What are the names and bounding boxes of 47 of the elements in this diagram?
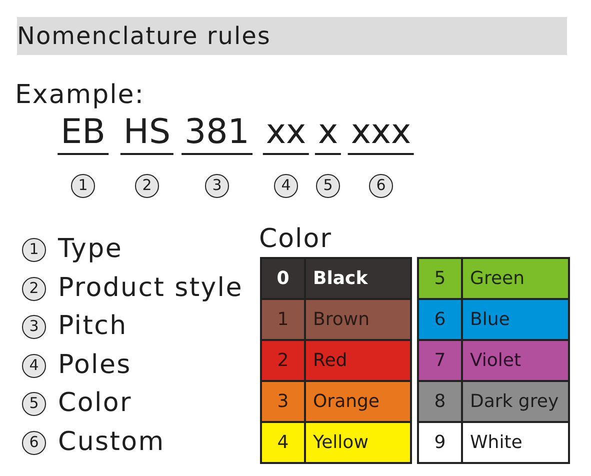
callout-number: 1: [22, 238, 46, 262]
code-cell: 8: [419, 382, 461, 421]
code-segment: xx: [262, 112, 310, 155]
callout-number: 3: [205, 174, 229, 198]
code-cell: 5: [419, 259, 461, 298]
name-cell: Dark grey: [463, 382, 568, 421]
callout-number: 4: [274, 174, 298, 198]
code-segment: EB: [58, 112, 108, 155]
example-label: Example:: [15, 80, 145, 110]
field-description: Product style: [58, 272, 243, 304]
code-segment: xxx: [348, 112, 414, 155]
callout-number: 4: [22, 354, 46, 378]
callout-number: 2: [135, 174, 159, 198]
name-cell: White: [463, 423, 568, 462]
name-cell: Orange: [306, 382, 410, 421]
code-segment: 381: [182, 112, 252, 155]
name-cell: Black: [306, 259, 410, 298]
callout-number: 5: [22, 392, 46, 416]
callout-number: 1: [71, 174, 95, 198]
code-cell: 6: [419, 300, 461, 339]
field-description: Poles: [58, 349, 132, 381]
name-cell: Brown: [306, 300, 410, 339]
code-cell: 0: [262, 259, 304, 298]
callout-number: 6: [22, 431, 46, 455]
name-cell: Violet: [463, 341, 568, 380]
name-cell: Yellow: [306, 423, 410, 462]
code-cell: 3: [262, 382, 304, 421]
code-cell: 9: [419, 423, 461, 462]
code-cell: 1: [262, 300, 304, 339]
name-cell: Red: [306, 341, 410, 380]
callout-number: 6: [369, 174, 393, 198]
callout-number: 3: [22, 315, 46, 339]
table-heading: Color: [259, 224, 332, 254]
code-cell: 7: [419, 341, 461, 380]
code-cell: 4: [262, 423, 304, 462]
code-cell: 2: [262, 341, 304, 380]
field-description: Color: [58, 387, 132, 419]
field-description: Pitch: [58, 310, 128, 342]
name-cell: Green: [463, 259, 568, 298]
callout-number: 5: [316, 174, 340, 198]
callout-number: 2: [22, 277, 46, 301]
name-cell: Blue: [463, 300, 568, 339]
field-description: Type: [58, 233, 123, 265]
code-segment: HS: [120, 112, 174, 155]
title: Nomenclature rules: [17, 17, 567, 55]
code-segment: x: [314, 112, 342, 155]
field-description: Custom: [58, 426, 165, 458]
